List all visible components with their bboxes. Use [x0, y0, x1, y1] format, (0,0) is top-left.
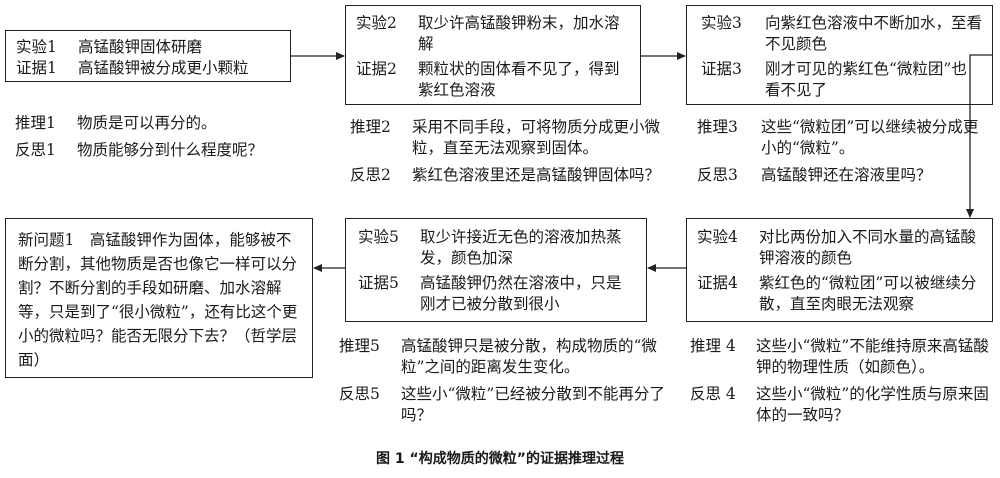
experiment-label: 实验1 — [16, 38, 57, 56]
reasoning-note-1: 推理1 物质是可以再分的。 反思1 物质能够分到什么程度呢？ — [15, 113, 305, 167]
experiment-label: 实验2 — [356, 14, 397, 32]
inference-label: 推理2 — [350, 118, 391, 136]
reflection-text: 物质能够分到什么程度呢？ — [77, 141, 264, 159]
reflection-label: 反思2 — [350, 166, 391, 184]
experiment-text: 取少许接近无色的溶液加热蒸发，颜色加深 — [420, 228, 622, 267]
reasoning-note-2: 推理2 采用不同手段，可将物质分成更小微粒，直至无法观察到固体。 反思2 紫红色溶液… — [350, 117, 668, 192]
experiment-label: 实验4 — [697, 228, 738, 246]
experiment-box-1: 实验1 高锰酸钾固体研磨 证据1 高锰酸钾被分成更小颗粒 — [5, 30, 291, 82]
experiment-text: 取少许高锰酸钾粉末，加水溶解 — [418, 14, 620, 53]
evidence-label: 证据3 — [701, 60, 742, 78]
new-question-box: 新问题1 高锰酸钾作为固体，能够被不断分割，其他物质是否也像它一样可以分割？不断… — [5, 218, 313, 378]
evidence-text: 高锰酸钾仍然在溶液中，只是刚才已被分散到很小 — [420, 274, 622, 313]
reflection-label: 反思1 — [15, 141, 56, 159]
new-question-text: 新问题1 高锰酸钾作为固体，能够被不断分割，其他物质是否也像它一样可以分割？不断… — [18, 231, 298, 369]
reflection-text: 紫红色溶液里还是高锰酸钾固体吗？ — [412, 166, 661, 184]
evidence-label: 证据5 — [358, 274, 399, 292]
inference-text: 这些“微粒团”可以继续被分成更小的“微粒”。 — [761, 118, 979, 157]
inference-label: 推理1 — [15, 114, 56, 132]
reflection-text: 这些小“微粒”的化学性质与原来固体的一致吗？ — [756, 385, 989, 424]
experiment-text: 对比两份加入不同水量的高锰酸钾溶液的颜色 — [759, 228, 977, 267]
experiment-box-5: 实验5 取少许接近无色的溶液加热蒸发，颜色加深 证据5 高锰酸钾仍然在溶液中，只是刚… — [345, 218, 647, 322]
reasoning-note-3: 推理3 这些“微粒团”可以继续被分成更小的“微粒”。 反思3 高锰酸钾还在溶液里吗？ — [697, 117, 987, 192]
inference-text: 高锰酸钾只是被分散，构成物质的“微粒”之间的距离发生变化。 — [401, 337, 657, 376]
reflection-label: 反思5 — [339, 385, 380, 403]
inference-text: 物质是可以再分的。 — [77, 114, 217, 132]
reflection-label: 反思3 — [697, 166, 738, 184]
evidence-text: 紫红色的“微粒团”可以被继续分散，直至肉眼无法观察 — [759, 274, 977, 313]
reasoning-note-4: 推理 4 这些小“微粒”不能维持原来高锰酸钾的物理性质（如颜色）。 反思 4 这些小… — [690, 336, 990, 432]
experiment-box-3: 实验3 向紫红色溶液中不断加水，至看不见颜色 证据3 刚才可见的紫红色“微粒团”也看… — [686, 5, 993, 105]
evidence-text: 颗粒状的固体看不见了，得到紫红色溶液 — [418, 60, 620, 99]
inference-text: 采用不同手段，可将物质分成更小微粒，直至无法观察到固体。 — [412, 118, 661, 157]
experiment-box-2: 实验2 取少许高锰酸钾粉末，加水溶解 证据2 颗粒状的固体看不见了，得到紫红色溶液 — [345, 5, 641, 105]
evidence-label: 证据4 — [697, 274, 738, 292]
reflection-text: 高锰酸钾还在溶液里吗？ — [761, 166, 932, 184]
reflection-label: 反思 4 — [690, 385, 736, 403]
experiment-label: 实验3 — [701, 14, 742, 32]
inference-label: 推理 4 — [690, 337, 736, 355]
inference-label: 推理5 — [339, 337, 380, 355]
figure-caption: 图 1 “构成物质的微粒”的证据推理过程 — [376, 451, 624, 467]
experiment-text: 向紫红色溶液中不断加水，至看不见颜色 — [765, 14, 983, 53]
evidence-text: 高锰酸钾被分成更小颗粒 — [78, 59, 249, 77]
evidence-text: 刚才可见的紫红色“微粒团”也看不见了 — [765, 60, 967, 99]
inference-text: 这些小“微粒”不能维持原来高锰酸钾的物理性质（如颜色）。 — [756, 337, 989, 376]
reasoning-note-5: 推理5 高锰酸钾只是被分散，构成物质的“微粒”之间的距离发生变化。 反思5 这些小“… — [339, 336, 669, 432]
reflection-text: 这些小“微粒”已经被分散到不能再分了吗？ — [401, 385, 665, 424]
evidence-label: 证据2 — [356, 60, 397, 78]
experiment-text: 高锰酸钾固体研磨 — [78, 38, 203, 56]
experiment-box-4: 实验4 对比两份加入不同水量的高锰酸钾溶液的颜色 证据4 紫红色的“微粒团”可以被继… — [686, 218, 993, 322]
experiment-label: 实验5 — [358, 228, 399, 246]
evidence-label: 证据1 — [16, 59, 57, 77]
inference-label: 推理3 — [697, 118, 738, 136]
